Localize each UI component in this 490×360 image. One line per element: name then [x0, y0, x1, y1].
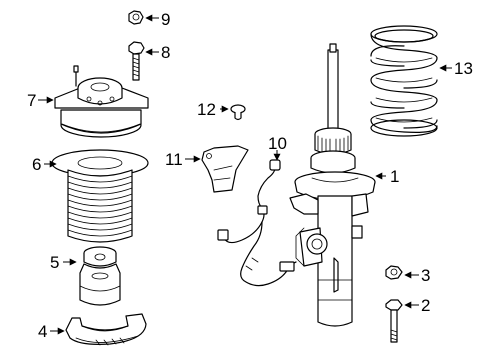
part-3-nut	[385, 265, 403, 280]
callout-12: 12	[197, 100, 216, 119]
part-6-dust-boot	[51, 149, 149, 243]
part-1-strut-assembly	[289, 43, 376, 327]
callout-9: 9	[161, 10, 171, 29]
part-7-strut-mount	[54, 65, 149, 138]
part-8-bolt	[128, 41, 145, 81]
part-5-bump-stop	[79, 246, 121, 306]
part-10-sensor-harness	[217, 159, 297, 287]
callout-11: 11	[165, 150, 183, 169]
part-12-screw	[230, 104, 246, 121]
callout-2: 2	[421, 296, 431, 315]
part-9-nut	[128, 10, 144, 25]
callout-6: 6	[32, 155, 42, 174]
callout-13: 13	[454, 59, 473, 78]
part-4-spring-pad	[65, 313, 147, 346]
part-2-bolt	[385, 299, 403, 343]
callout-1: 1	[390, 167, 400, 186]
callout-8: 8	[161, 43, 171, 62]
part-11-bracket	[201, 145, 249, 193]
callout-10: 10	[268, 134, 287, 153]
callout-5: 5	[50, 253, 60, 272]
part-13-coil-spring	[370, 25, 438, 137]
callout-3: 3	[421, 266, 431, 285]
callout-7: 7	[27, 91, 37, 110]
callout-4: 4	[38, 322, 48, 341]
